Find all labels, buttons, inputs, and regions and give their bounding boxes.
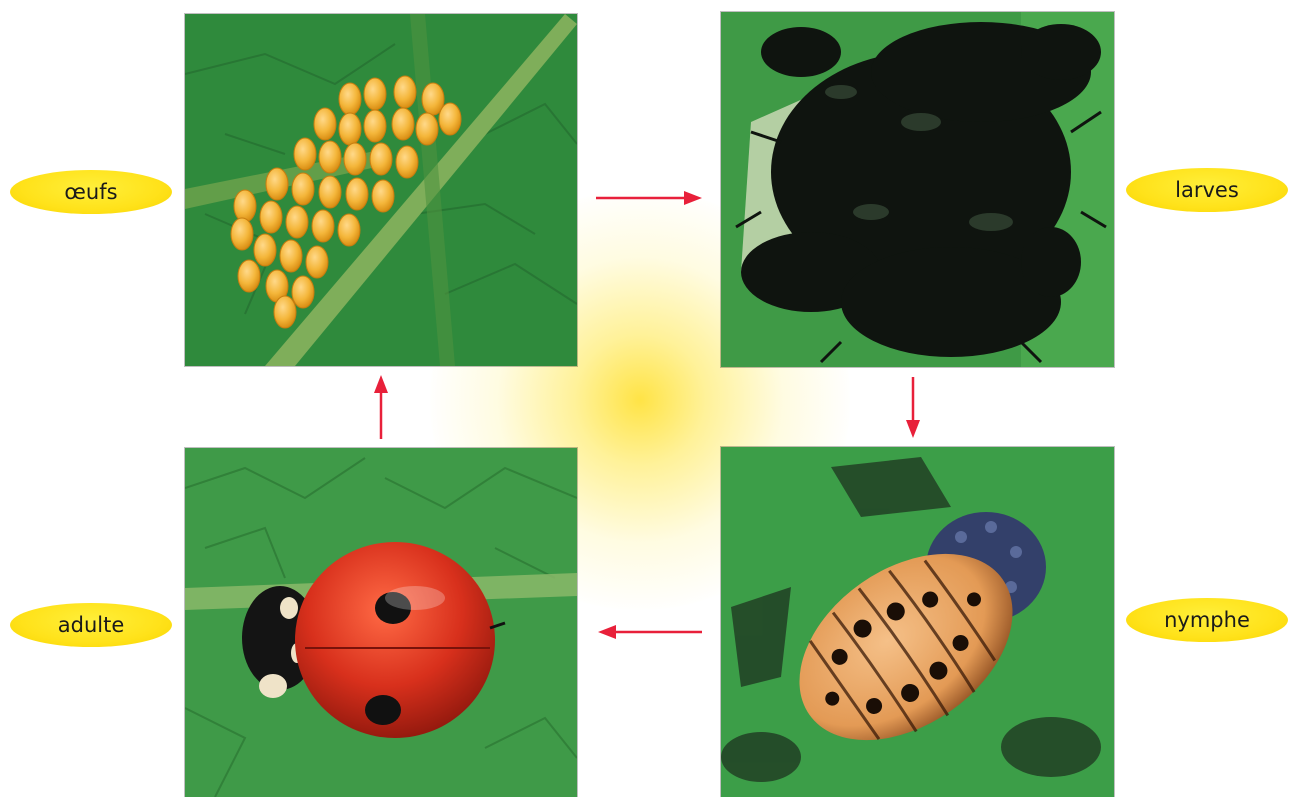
label-eggs: œufs xyxy=(10,170,172,214)
arrow-larvae-to-pupa xyxy=(903,375,923,440)
arrow-pupa-to-adult xyxy=(596,622,704,642)
larvae-photo xyxy=(721,12,1114,367)
label-larvae-text: larves xyxy=(1175,178,1239,202)
adult-photo xyxy=(185,448,577,797)
label-adult: adulte xyxy=(10,603,172,647)
pupa-photo xyxy=(721,447,1114,797)
larvae-group-icon xyxy=(721,12,1114,367)
label-larvae: larves xyxy=(1126,168,1288,212)
label-adult-text: adulte xyxy=(58,613,125,637)
label-pupa-text: nymphe xyxy=(1164,608,1250,632)
label-eggs-text: œufs xyxy=(64,180,117,204)
egg-cluster-icon xyxy=(185,14,577,366)
arrow-adult-to-eggs xyxy=(371,373,391,441)
arrow-eggs-to-larvae xyxy=(594,188,704,208)
eggs-photo xyxy=(185,14,577,366)
ladybug-icon xyxy=(185,448,577,797)
pupa-icon xyxy=(721,447,1114,797)
label-pupa: nymphe xyxy=(1126,598,1288,642)
